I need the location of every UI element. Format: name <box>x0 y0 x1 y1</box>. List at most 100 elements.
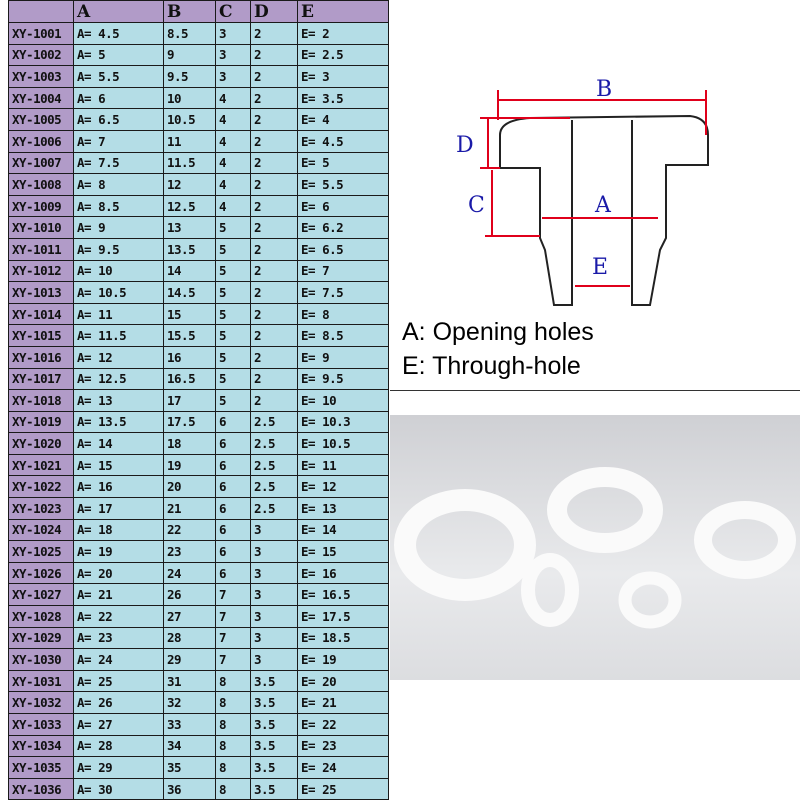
table-cell: 2 <box>250 108 298 131</box>
table-cell: 13.5 <box>163 237 216 261</box>
table-cell: 13 <box>163 216 216 239</box>
table-cell: A= 12 <box>73 345 164 369</box>
table-cell: 2 <box>250 65 298 88</box>
table-cell: 5 <box>215 345 251 369</box>
table-cell: 2 <box>250 151 298 175</box>
column-header: B <box>163 0 216 23</box>
table-cell: A= 4.5 <box>73 22 164 45</box>
model-cell: XY-1022 <box>8 475 74 499</box>
table-cell: A= 30 <box>73 777 164 800</box>
model-cell: XY-1021 <box>8 453 74 477</box>
model-cell: XY-1023 <box>8 497 74 520</box>
table-cell: 8 <box>215 777 251 800</box>
table-cell: E= 3 <box>297 65 389 88</box>
dim-label-b: B <box>596 77 612 102</box>
table-cell: A= 21 <box>73 583 164 607</box>
model-cell: XY-1032 <box>8 691 74 714</box>
table-cell: 4 <box>215 108 251 131</box>
table-cell: 28 <box>163 626 216 650</box>
table-cell: 3 <box>250 648 298 671</box>
table-cell: A= 10 <box>73 259 164 283</box>
table-cell: 7 <box>215 605 251 628</box>
table-cell: A= 25 <box>73 669 164 693</box>
table-cell: 3.5 <box>250 691 298 714</box>
table-cell: E= 9.5 <box>297 367 389 391</box>
table-cell: 2 <box>250 216 298 239</box>
table-cell: 8 <box>215 756 251 779</box>
table-cell: 26 <box>163 583 216 607</box>
table-cell: 10.5 <box>163 108 216 131</box>
table-cell: A= 7.5 <box>73 151 164 175</box>
table-cell: 6 <box>215 410 251 434</box>
model-cell: XY-1016 <box>8 345 74 369</box>
table-cell: 3 <box>250 561 298 585</box>
table-cell: E= 3.5 <box>297 86 389 110</box>
model-cell: XY-1003 <box>8 65 74 88</box>
table-cell: A= 17 <box>73 497 164 520</box>
table-cell: A= 13.5 <box>73 410 164 434</box>
table-cell: E= 25 <box>297 777 389 800</box>
table-cell: 2 <box>250 367 298 391</box>
table-cell: 4 <box>215 151 251 175</box>
table-cell: 33 <box>163 713 216 736</box>
table-cell: 6 <box>215 497 251 520</box>
table-cell: 8 <box>215 734 251 758</box>
table-cell: 2 <box>250 324 298 347</box>
table-cell: 3 <box>250 583 298 607</box>
table-cell: E= 5 <box>297 151 389 175</box>
table-cell: 3.5 <box>250 734 298 758</box>
model-cell: XY-1033 <box>8 713 74 736</box>
model-cell: XY-1014 <box>8 302 74 326</box>
table-cell: 2 <box>250 281 298 304</box>
table-cell: 4 <box>215 129 251 153</box>
table-cell: 3.5 <box>250 669 298 693</box>
table-cell: E= 10.3 <box>297 410 389 434</box>
table-cell: 9.5 <box>163 65 216 88</box>
legend-through-hole: E: Through-hole <box>402 352 581 380</box>
table-cell: A= 7 <box>73 129 164 153</box>
table-cell: 18 <box>163 432 216 455</box>
table-cell: A= 9 <box>73 216 164 239</box>
table-cell: A= 6.5 <box>73 108 164 131</box>
table-cell: E= 21 <box>297 691 389 714</box>
table-cell: 3.5 <box>250 777 298 800</box>
model-cell: XY-1025 <box>8 540 74 563</box>
model-cell: XY-1013 <box>8 281 74 304</box>
model-cell: XY-1011 <box>8 237 74 261</box>
table-cell: 3 <box>215 43 251 67</box>
model-cell: XY-1018 <box>8 389 74 412</box>
table-cell: 23 <box>163 540 216 563</box>
dim-label-d: D <box>456 133 474 158</box>
model-cell: XY-1015 <box>8 324 74 347</box>
table-cell: A= 9.5 <box>73 237 164 261</box>
table-cell: A= 14 <box>73 432 164 455</box>
table-cell: A= 18 <box>73 518 164 542</box>
table-cell: 2 <box>250 129 298 153</box>
table-cell: 17.5 <box>163 410 216 434</box>
table-cell: 2 <box>250 86 298 110</box>
model-cell: XY-1012 <box>8 259 74 283</box>
table-cell: A= 15 <box>73 453 164 477</box>
table-cell: A= 13 <box>73 389 164 412</box>
table-cell: A= 8 <box>73 173 164 196</box>
table-cell: 10 <box>163 86 216 110</box>
table-cell: A= 24 <box>73 648 164 671</box>
table-cell: 6 <box>215 453 251 477</box>
table-cell: A= 19 <box>73 540 164 563</box>
table-cell: E= 10 <box>297 389 389 412</box>
